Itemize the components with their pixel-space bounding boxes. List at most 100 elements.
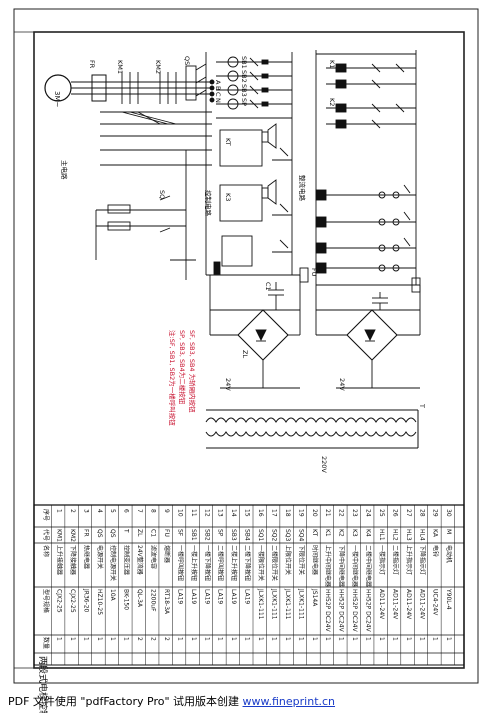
table-cell: HH52P DC24V: [338, 589, 345, 633]
footer-text: PDF 文件使用 "pdfFactory Pro" 试用版本创建: [8, 695, 240, 708]
table-cell: HL3: [405, 529, 412, 541]
table-cell: 二楼指示灯: [391, 545, 399, 575]
table-cell: 1: [257, 637, 264, 641]
table-cell: QL-3A: [136, 589, 143, 608]
footer-link[interactable]: www.fineprint.cn: [242, 695, 336, 708]
table-cell: 30: [445, 509, 452, 517]
table-cell: 20: [311, 509, 318, 517]
table-cell: 上升指示灯: [405, 545, 413, 575]
bus-label-c: C: [214, 92, 222, 97]
table-cell: 3: [82, 509, 89, 513]
table-cell: 24V整流器: [136, 545, 144, 575]
table-cell: LA19: [230, 589, 237, 604]
table-cell: 一楼上升按钮: [190, 545, 198, 581]
parts-list-table: 序号代号名称型号规格数量1KM1上升接触器CJX2-2512KM2下降接触器CJ…: [33, 504, 465, 713]
table-cell: 24: [365, 509, 372, 517]
table-cell: SQ1: [257, 529, 264, 542]
table-cell: 1: [351, 637, 358, 641]
table-header-cell: 序号: [42, 509, 50, 521]
table-header-cell: 名称: [42, 545, 50, 557]
table-cell: KA: [432, 529, 439, 538]
table-cell: AD11-24V: [418, 589, 425, 620]
table-title: 两段式电梯控制电路: [37, 656, 49, 713]
table-cell: JLXK1-111: [297, 588, 304, 620]
contact-label-t: T: [418, 403, 426, 408]
table-cell: 二楼限位开关: [270, 545, 278, 581]
relay-circuit: [315, 50, 421, 389]
contact-label-kt: KT: [224, 138, 232, 146]
diagram-labels: 3M~ 主电路 A B C N KM1 KM2 FR QS SQ SB1 SB2…: [53, 56, 426, 473]
table-cell: 2: [150, 637, 157, 641]
table-cell: 电动机: [445, 545, 453, 563]
table-header-cell: 型号规格: [42, 589, 50, 613]
side-notes: 注:SF, SB1, SB2为一楼呼叫按钮 SP, SB3, SB4为二楼按钮 …: [168, 330, 197, 426]
table-cell: HH52P DC24V: [324, 589, 331, 633]
table-cell: LA19: [203, 589, 210, 604]
section-label-rectifier: 整流电路: [298, 175, 307, 202]
table-cell: 11: [190, 509, 197, 517]
table-cell: 2: [69, 509, 76, 513]
table-cell: SP: [217, 529, 224, 537]
side-note-2: SP, SB3, SB4为二楼按钮: [178, 330, 187, 405]
table-cell: JLXK1-111: [257, 588, 264, 620]
table-cell: 1: [190, 637, 197, 641]
table-cell: 7: [136, 509, 143, 513]
table-cell: 1: [244, 637, 251, 641]
table-cell: KM2: [69, 529, 76, 542]
table-cell: 1: [217, 637, 224, 641]
table-cell: FR: [82, 529, 89, 537]
table-cell: KM1: [55, 529, 62, 542]
table-cell: 9: [163, 509, 170, 513]
table-cell: SB4: [244, 529, 251, 541]
inner-border: [33, 31, 465, 669]
table-cell: JS14A: [311, 588, 318, 607]
table-cell: HH52P DC24V: [365, 589, 372, 633]
table-cell: 1: [338, 637, 345, 641]
table-cell: 一楼呼叫按钮: [176, 545, 184, 581]
table-cell: QS: [96, 529, 103, 538]
bus-label-a: A: [214, 80, 222, 85]
table-cell: 15: [244, 509, 251, 517]
table-cell: 1: [418, 637, 425, 641]
table-cell: 控制电源开关: [109, 545, 117, 581]
contact-label-sp: SP: [240, 98, 248, 106]
table-cell: SB1: [190, 529, 197, 541]
table-cell: CJX2-25: [55, 589, 62, 613]
table-cell: 1: [203, 637, 210, 641]
table-cell: 12: [203, 509, 210, 517]
table-cell: 19: [297, 509, 304, 517]
table-cell: M: [445, 529, 452, 534]
section-label-control: 控制电路: [204, 190, 213, 217]
table-cell: UC4-24V: [432, 589, 439, 616]
table-cell: 22: [338, 509, 345, 517]
table-cell: K2: [338, 529, 345, 537]
table-cell: 一楼限位开关: [257, 545, 265, 581]
table-cell: 26: [391, 509, 398, 517]
bus-label-n: N: [214, 98, 222, 103]
table-cell: 下降指示灯: [418, 545, 426, 575]
motor-label: 3M~: [53, 91, 61, 107]
main-circuit: [44, 63, 215, 280]
contact-label-zl: ZL: [241, 350, 249, 358]
table-cell: JR36-20: [82, 588, 89, 613]
table-cell: 2: [163, 637, 170, 641]
table-cell: 4: [96, 509, 103, 513]
table-cell: C1: [150, 529, 157, 537]
table-cell: 28: [418, 509, 425, 517]
table-header-cell: 代号: [42, 529, 50, 541]
table-cell: 1: [69, 637, 76, 641]
side-note-1: 注:SF, SB1, SB2为一楼呼叫按钮: [168, 330, 177, 426]
table-cell: 控制变压器: [123, 545, 131, 575]
table-cell: LA19: [244, 589, 251, 604]
table-cell: 5: [109, 509, 116, 513]
table-cell: 23: [351, 509, 358, 517]
table-cell: 29: [432, 509, 439, 517]
table-cell: SQ3: [284, 529, 291, 542]
table-cell: LA19: [190, 589, 197, 604]
table-cell: 上限位开关: [284, 545, 292, 575]
contact-label-k1: K1: [328, 60, 336, 68]
voltage-label-3: 220V: [320, 456, 328, 473]
table-cell: 2200uF: [150, 589, 157, 612]
table-cell: 16: [257, 509, 264, 517]
